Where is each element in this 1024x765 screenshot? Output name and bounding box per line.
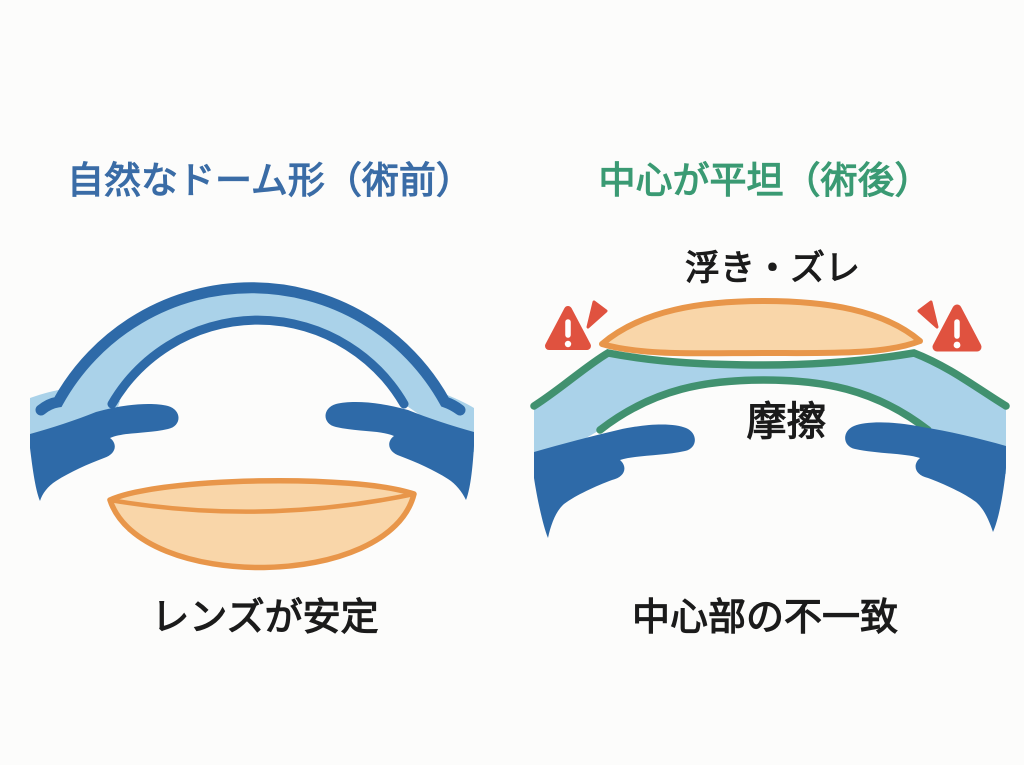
flat-cornea-shape [534, 353, 1006, 474]
flat-cornea-surface-outline [530, 349, 1010, 410]
friction-label: 摩擦 [746, 400, 827, 444]
contact-lens-shape [107, 477, 417, 571]
iris-right-shape [845, 422, 1006, 532]
left-panel-title: 自然なドーム形（術前） [67, 160, 473, 201]
post-op-eye-diagram [530, 298, 1010, 538]
iris-right-shape [325, 402, 474, 500]
exclamation-dot [564, 340, 572, 348]
warning-triangle-icon [545, 306, 591, 350]
right-panel-caption: 中心部の不一致 [631, 597, 898, 639]
cornea-dome-band-shape [58, 287, 445, 404]
cornea-dome-inner-outline [107, 315, 409, 409]
exclamation-dot [953, 341, 961, 349]
contact-lens-seam-line [107, 491, 417, 514]
spark-icon [917, 300, 939, 329]
flat-cornea-inner-outline [596, 376, 932, 434]
iris-left-shape [534, 424, 695, 538]
pre-op-eye-diagram [30, 282, 474, 571]
right-panel-title: 中心が平坦（術後） [598, 160, 932, 201]
float-shift-label: 浮き・ズレ [684, 249, 860, 288]
iris-left-shape [30, 404, 179, 501]
warning-triangle-icon [932, 304, 982, 352]
contact-lens-shape [599, 298, 923, 357]
cornea-dome-outer-outline [35, 282, 466, 416]
spark-icon [586, 300, 608, 329]
left-panel-caption: レンズが安定 [151, 597, 379, 639]
